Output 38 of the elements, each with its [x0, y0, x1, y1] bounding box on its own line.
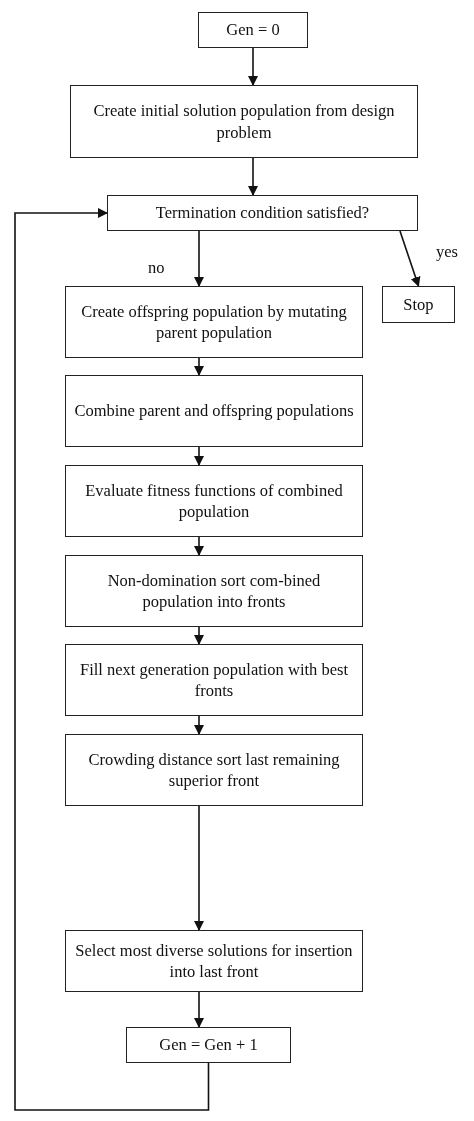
process-box — [65, 555, 363, 627]
process-box — [107, 195, 418, 231]
process-box — [382, 286, 455, 323]
process-box — [198, 12, 308, 48]
step-text: Non-domination sort com-bined population into fronts — [106, 569, 322, 613]
step-text: Termination condition satisfied? — [155, 202, 370, 224]
process-box — [126, 1027, 291, 1063]
step-text: Combine parent and offspring populations — [74, 400, 354, 422]
step-text: Create initial solution population from design problem — [92, 100, 396, 143]
process-box — [65, 644, 363, 716]
step-text: Stop — [403, 293, 434, 316]
arrow — [194, 626, 204, 645]
process-box — [65, 286, 363, 358]
arrow — [194, 805, 204, 931]
step-text: Fill next generation population with best fronts — [78, 658, 350, 702]
arrow — [248, 157, 258, 196]
edge-label: no — [148, 258, 165, 278]
process-box — [70, 85, 418, 158]
step-text: Crowding distance sort last remaining superior front — [87, 748, 341, 792]
arrow — [194, 230, 204, 287]
arrow — [194, 446, 204, 466]
arrow — [14, 208, 210, 1111]
arrow — [194, 715, 204, 735]
process-box — [65, 734, 363, 806]
process-box — [65, 375, 363, 447]
edge-label: yes — [436, 242, 458, 262]
arrow — [194, 357, 204, 376]
step-text: Gen = 0 — [226, 19, 280, 41]
arrow — [248, 47, 258, 86]
arrow — [399, 230, 421, 287]
arrow — [194, 536, 204, 556]
process-box — [65, 465, 363, 537]
arrow — [194, 991, 204, 1028]
step-text: Select most diverse solutions for insertion into last front — [74, 939, 354, 983]
step-text: Create offspring population by mutating parent population — [80, 300, 348, 344]
process-box — [65, 930, 363, 992]
step-text: Evaluate fitness functions of combined population — [84, 479, 344, 523]
step-text: Gen = Gen + 1 — [159, 1034, 258, 1056]
